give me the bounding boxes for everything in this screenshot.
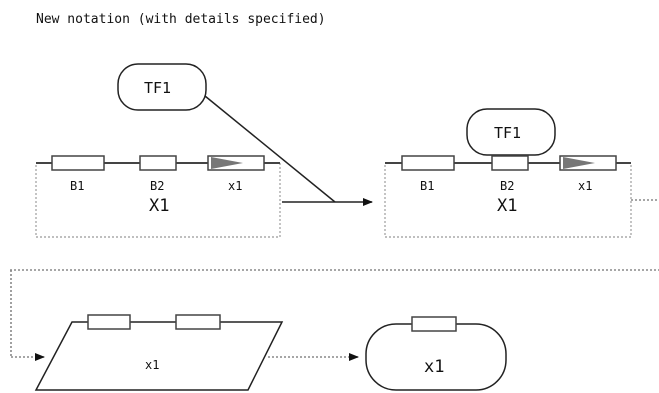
left-construct: B1 B2 x1 X1 — [35, 155, 281, 238]
right-coding-arrow-icon — [563, 157, 595, 169]
left-label-b1: B1 — [70, 179, 84, 193]
tf1-connector-line — [204, 95, 336, 203]
parallelogram-part-1 — [87, 314, 131, 330]
right-part-b2-box — [491, 155, 529, 171]
right-construct-name: X1 — [497, 196, 517, 216]
right-tf1-label: TF1 — [494, 124, 521, 142]
diagram-title: New notation (with details specified) — [36, 12, 326, 27]
left-tf1-label: TF1 — [144, 79, 171, 97]
right-tf1-bubble — [466, 108, 556, 156]
right-label-x1: x1 — [578, 179, 592, 193]
left-part-b1-box — [51, 155, 105, 171]
parallelogram-shape — [34, 321, 284, 391]
right-construct: TF1 B1 B2 x1 X1 — [384, 108, 632, 238]
parallelogram-construct: x1 — [34, 314, 284, 391]
left-tf1-bubble — [117, 63, 207, 111]
circular-label: x1 — [424, 357, 444, 377]
left-construct-name: X1 — [149, 196, 169, 216]
circular-part — [411, 316, 457, 332]
left-coding-arrow-icon — [211, 157, 243, 169]
right-label-b2: B2 — [500, 179, 514, 193]
circular-construct: x1 — [365, 316, 507, 391]
parallelogram-part-2 — [175, 314, 221, 330]
parallelogram-label: x1 — [145, 358, 159, 372]
left-part-b2-box — [139, 155, 177, 171]
left-label-b2: B2 — [150, 179, 164, 193]
right-label-b1: B1 — [420, 179, 434, 193]
left-label-x1: x1 — [228, 179, 242, 193]
right-part-b1-box — [401, 155, 455, 171]
